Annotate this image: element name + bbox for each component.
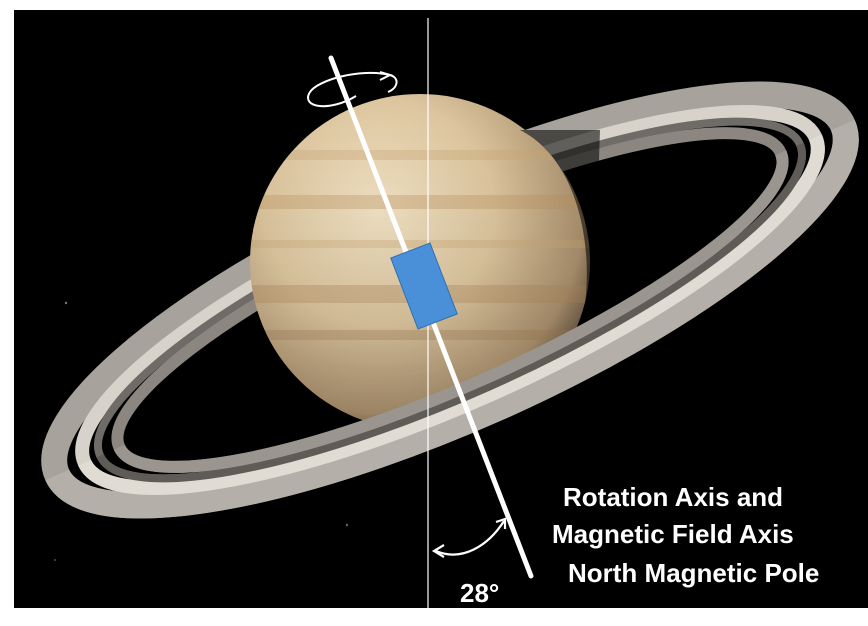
- star: [345, 523, 349, 527]
- rings-front: [45, 119, 859, 519]
- label-north-magnetic-pole: North Magnetic Pole: [568, 558, 820, 588]
- label-magnetic-field-axis: Magnetic Field Axis: [552, 519, 794, 549]
- star: [54, 559, 56, 561]
- label-angle: 28°: [460, 578, 500, 608]
- label-rotation-axis: Rotation Axis and: [563, 482, 784, 512]
- magnet-block: [390, 242, 458, 330]
- star: [64, 301, 68, 305]
- angle-arc-arrow-icon: [431, 517, 507, 558]
- rotation-arrow-icon: [307, 71, 398, 108]
